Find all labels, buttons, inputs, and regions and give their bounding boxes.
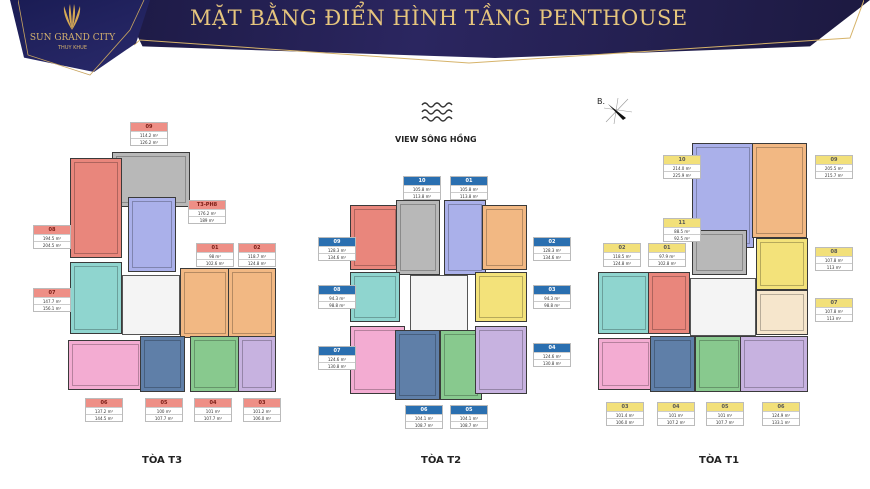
unit-t3-08[interactable] bbox=[70, 158, 122, 258]
unit-t3-04[interactable] bbox=[190, 336, 240, 392]
river-waves-icon bbox=[421, 102, 453, 122]
unit-t2-08[interactable] bbox=[350, 272, 400, 322]
compass-label: B. bbox=[597, 97, 606, 106]
banner-gold-outline bbox=[134, 0, 864, 64]
tower-name-t3: TÒA T3 bbox=[142, 455, 183, 466]
unit-t2-04[interactable] bbox=[475, 326, 527, 394]
unit-t1-04[interactable] bbox=[650, 336, 695, 392]
brand-name: SUN GRAND CITY bbox=[29, 33, 116, 43]
sun-logo-icon bbox=[63, 4, 81, 30]
banner-background bbox=[120, 0, 870, 58]
t3-core bbox=[122, 275, 180, 335]
logo-gold-outline bbox=[18, 0, 145, 76]
unit-t3-02[interactable] bbox=[228, 268, 276, 338]
unit-t1-05[interactable] bbox=[695, 336, 743, 392]
unit-t1-02[interactable] bbox=[598, 272, 650, 334]
unit-t1-09[interactable] bbox=[752, 143, 807, 238]
unit-t3-05[interactable] bbox=[140, 336, 185, 392]
unit-t2-06[interactable] bbox=[395, 330, 440, 400]
unit-t3-03[interactable] bbox=[238, 336, 276, 392]
unit-t3-07[interactable] bbox=[70, 262, 122, 334]
unit-t1-01[interactable] bbox=[648, 272, 690, 334]
unit-t2-09[interactable] bbox=[350, 205, 400, 270]
unit-t3-06[interactable] bbox=[68, 340, 143, 390]
unit-t3-01[interactable] bbox=[180, 268, 230, 338]
view-label: VIEW SÔNG HỒNG bbox=[395, 135, 477, 144]
unit-t2-03[interactable] bbox=[475, 272, 527, 322]
brand-subtitle: THUY KHUE bbox=[58, 45, 87, 51]
t1-core bbox=[690, 278, 756, 336]
page-title: MẶT BẰNG ĐIỂN HÌNH TẦNG PENTHOUSE bbox=[190, 6, 688, 30]
unit-t1-11[interactable] bbox=[692, 230, 747, 275]
unit-t1-03[interactable] bbox=[598, 338, 653, 390]
unit-t2-01[interactable] bbox=[444, 200, 486, 275]
north-compass-icon bbox=[603, 97, 633, 125]
unit-t1-07[interactable] bbox=[756, 290, 808, 335]
tower-name-t1: TÒA T1 bbox=[699, 455, 740, 466]
unit-t1-06[interactable] bbox=[740, 336, 808, 392]
unit-t2-02[interactable] bbox=[482, 205, 527, 270]
unit-t1-08[interactable] bbox=[756, 238, 808, 290]
tower-name-t2: TÒA T2 bbox=[421, 455, 462, 466]
header-banner: MẶT BẰNG ĐIỂN HÌNH TẦNG PENTHOUSE bbox=[120, 0, 870, 64]
unit-t2-10[interactable] bbox=[396, 200, 440, 275]
unit-t3-ph8[interactable] bbox=[128, 197, 176, 272]
